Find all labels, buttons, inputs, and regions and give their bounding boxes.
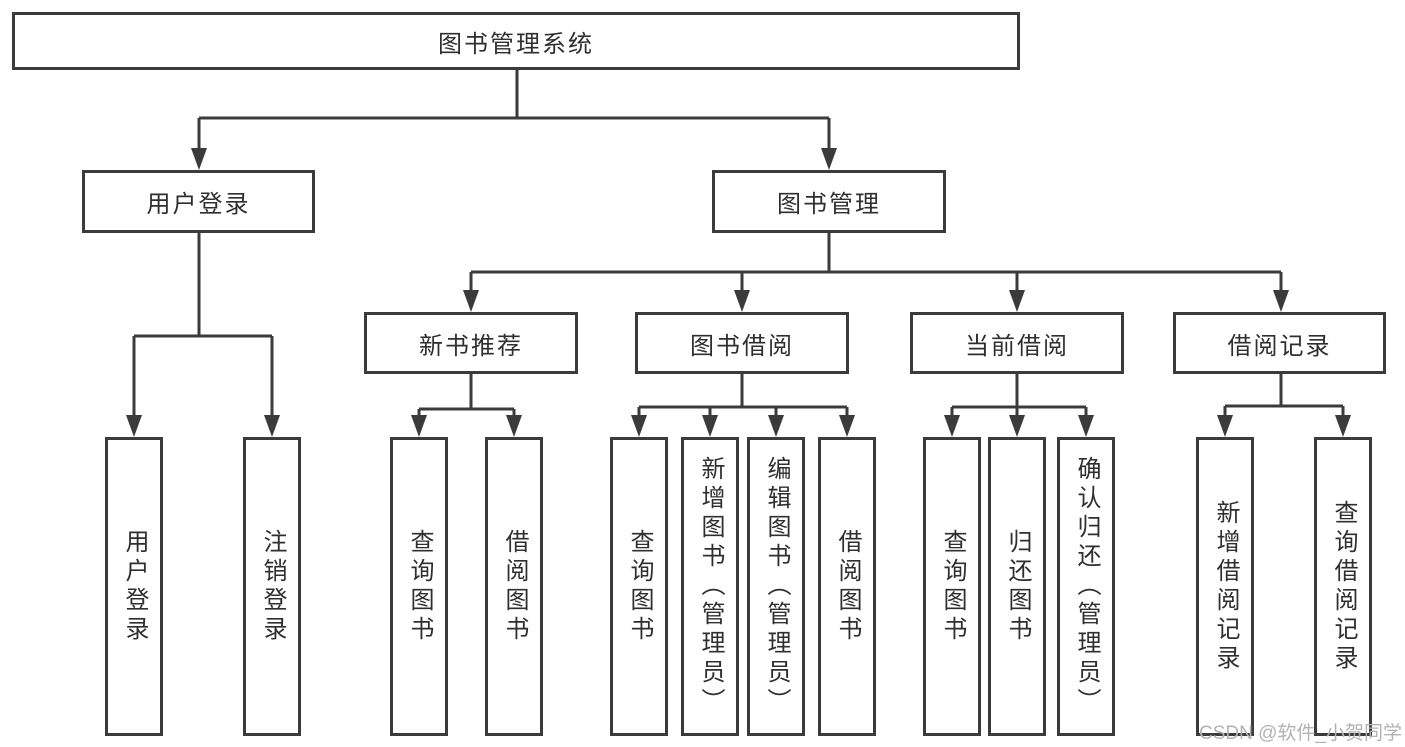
leaf-user-login: 用户登录	[105, 437, 163, 736]
leaf-edit-book-admin: 编辑图书（管理员）	[747, 437, 805, 736]
leaf-query-book-1: 查询图书	[390, 437, 448, 736]
node-book-borrow: 图书借阅	[635, 312, 849, 374]
leaf-return-book-label: 归还图书	[1004, 528, 1030, 645]
leaf-confirm-return-admin-label: 确认归还（管理员）	[1073, 456, 1099, 717]
node-book-management-label: 图书管理	[777, 192, 881, 218]
leaf-query-book-2-label: 查询图书	[626, 528, 652, 645]
connector-book-borrow-children	[631, 374, 855, 437]
node-book-management: 图书管理	[712, 170, 946, 233]
leaf-query-book-1-label: 查询图书	[406, 528, 432, 645]
leaf-borrow-book-2-label: 借阅图书	[834, 528, 860, 645]
node-user-login-label: 用户登录	[146, 192, 251, 218]
connector-borrow-record-children	[1217, 374, 1351, 437]
leaf-query-book-3-label: 查询图书	[939, 528, 965, 645]
connector-user-login-children	[126, 233, 280, 437]
leaf-add-book-admin-label: 新增图书（管理员）	[697, 456, 723, 717]
node-new-book-recommend: 新书推荐	[364, 312, 578, 374]
leaf-edit-book-admin-label: 编辑图书（管理员）	[763, 456, 789, 717]
leaf-add-borrow-record: 新增借阅记录	[1196, 437, 1254, 736]
connector-current-borrow-children	[944, 374, 1094, 437]
leaf-query-borrow-record: 查询借阅记录	[1314, 437, 1372, 736]
node-user-login: 用户登录	[82, 170, 315, 233]
leaf-query-book-3: 查询图书	[923, 437, 981, 736]
leaf-user-login-label: 用户登录	[121, 528, 147, 645]
node-root-label: 图书管理系统	[438, 31, 594, 58]
connector-root-to-level2	[191, 69, 837, 170]
node-current-borrow: 当前借阅	[910, 312, 1124, 374]
connector-new-book-children	[411, 374, 522, 437]
leaf-confirm-return-admin: 确认归还（管理员）	[1057, 437, 1115, 736]
node-root: 图书管理系统	[12, 12, 1020, 70]
leaf-query-book-2: 查询图书	[610, 437, 668, 736]
node-book-borrow-label: 图书借阅	[690, 333, 794, 360]
leaf-borrow-book-2: 借阅图书	[818, 437, 876, 736]
node-new-book-recommend-label: 新书推荐	[419, 333, 523, 360]
leaf-borrow-book-1-label: 借阅图书	[501, 528, 527, 645]
node-borrow-record-label: 借阅记录	[1227, 333, 1332, 360]
node-borrow-record: 借阅记录	[1173, 312, 1386, 374]
leaf-logout-label: 注销登录	[259, 528, 285, 645]
csdn-watermark: CSDN @软件_小贺同学	[1199, 723, 1402, 744]
node-current-borrow-label: 当前借阅	[965, 333, 1069, 360]
connector-book-management-children	[463, 233, 1289, 312]
leaf-logout: 注销登录	[243, 437, 301, 736]
leaf-borrow-book-1: 借阅图书	[485, 437, 543, 736]
leaf-return-book: 归还图书	[988, 437, 1046, 736]
leaf-query-borrow-record-label: 查询借阅记录	[1330, 499, 1356, 674]
leaf-add-book-admin: 新增图书（管理员）	[681, 437, 739, 736]
leaf-add-borrow-record-label: 新增借阅记录	[1212, 499, 1238, 674]
